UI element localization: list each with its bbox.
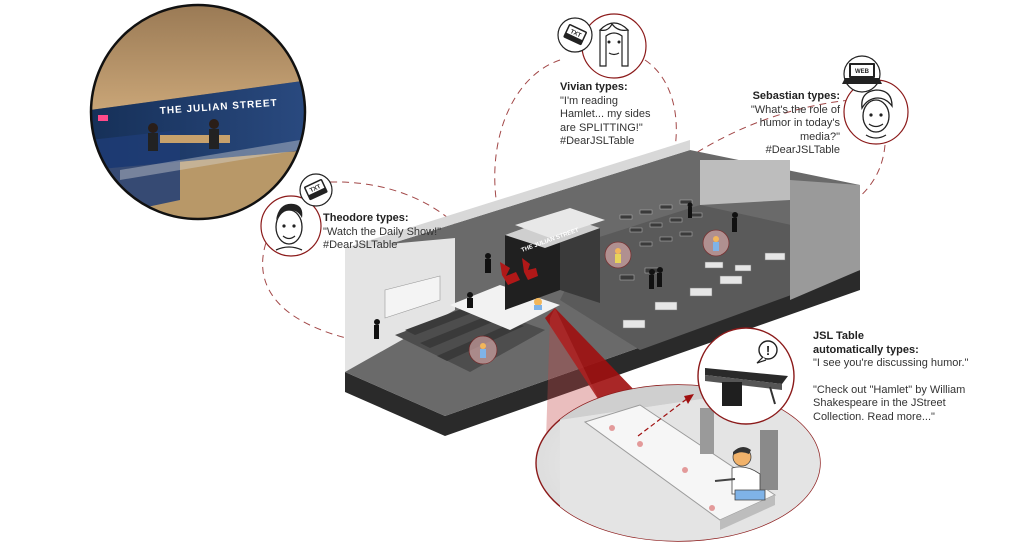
speaker-sebastian: Sebastian types: <box>752 90 840 102</box>
caption-line: humor in today's media?" <box>759 117 840 143</box>
txt-label-vivian: TXT <box>569 29 582 39</box>
avatar-theodore <box>260 195 322 257</box>
caption-line: Hamlet... my sides <box>560 108 651 120</box>
caption-line: "Watch the Daily Show!" <box>323 225 442 238</box>
caption-line: "I see you're discussing humor." <box>813 357 969 369</box>
caption-line: "I'm reading <box>560 94 618 107</box>
caption-line: Shakespeare in the JStreet <box>813 397 946 409</box>
caption-line: Collection. Read more..." <box>813 410 935 423</box>
caption-line: "What's the role of <box>750 103 840 116</box>
avatar-sebastian <box>843 79 909 145</box>
web-label-sebastian: WEB <box>855 69 870 75</box>
tables-grid <box>619 199 703 281</box>
phone-icon-vivian: TXT <box>557 17 593 53</box>
zoom-reader-figure <box>714 446 766 501</box>
caption-line: #DearJSLTable <box>560 135 635 147</box>
user-marker-table <box>534 298 542 310</box>
alert-icon: ! <box>766 343 770 358</box>
speaker-jsl-table-2: automatically types: <box>813 343 919 356</box>
caption-theodore: Theodore types: "Watch the Daily Show!" … <box>323 212 441 253</box>
laptop-icon-sebastian: WEB <box>842 55 882 93</box>
caption-line: #DearJSLTable <box>765 144 840 156</box>
connector-theodore-upper <box>329 181 481 259</box>
zoom-arrow <box>637 397 689 437</box>
caption-sebastian: Sebastian types: "What's the role of hum… <box>730 90 840 158</box>
speaker-jsl-table-1: JSL Table <box>813 330 864 342</box>
zoom-beam <box>545 308 640 402</box>
avatar-vivian <box>581 13 647 79</box>
user-marker-sebastian <box>702 229 730 257</box>
speaker-vivian: Vivian types: <box>560 81 628 93</box>
red-arrows <box>500 258 538 285</box>
user-marker-theodore <box>468 335 498 365</box>
user-marker-vivian <box>604 241 632 269</box>
phone-icon-theodore: TXT <box>299 173 333 207</box>
speaker-theodore: Theodore types: <box>323 212 409 224</box>
jsl-table-icon-circle: ! <box>697 327 795 425</box>
caption-line: #DearJSLTable <box>323 239 398 251</box>
lounge-furniture <box>622 252 786 329</box>
caption-line: are SPLITTING!" <box>560 121 643 134</box>
building-model: THE JULIAN STREET <box>345 140 860 436</box>
central-core: THE JULIAN STREET <box>505 208 605 310</box>
caption-jsl-table: JSL Table automatically types: "I see yo… <box>813 330 968 424</box>
people-silhouettes <box>374 202 738 339</box>
txt-label-theodore: TXT <box>309 184 322 194</box>
lobby-photo: THE JULIAN STREET <box>89 3 307 221</box>
caption-line: "Check out "Hamlet" by William <box>813 383 966 396</box>
caption-vivian: Vivian types: "I'm reading Hamlet... my … <box>560 81 650 149</box>
